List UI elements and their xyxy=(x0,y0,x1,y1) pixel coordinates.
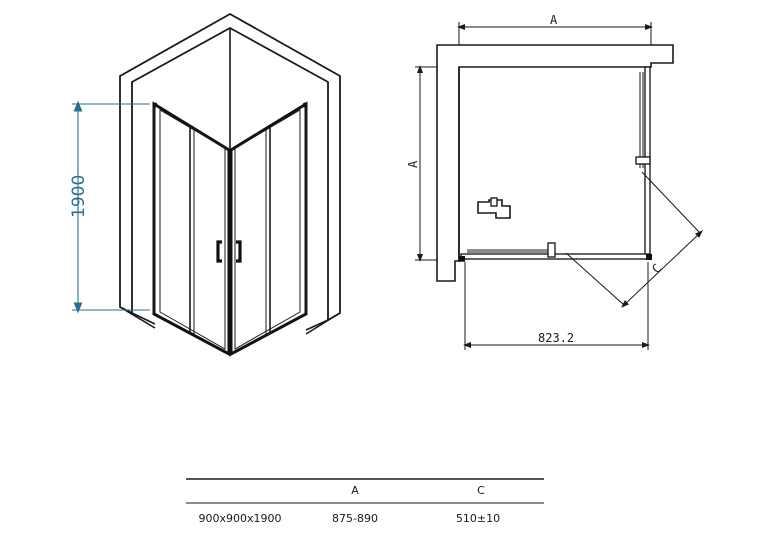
top-fitting-center xyxy=(227,148,233,154)
table-cell-a: 875-890 xyxy=(332,512,378,525)
wall-bracket xyxy=(477,199,511,219)
top-fitting-right xyxy=(302,102,308,108)
top-fitting-left xyxy=(152,102,158,108)
plan-dim-left: A xyxy=(406,65,437,262)
table-header-a: A xyxy=(351,484,359,497)
table-cell-model: 900x900x1900 xyxy=(198,512,281,525)
perspective-view: 1900 xyxy=(69,12,341,357)
dim-top-label: A xyxy=(550,13,558,27)
table-header-c: C xyxy=(477,484,485,497)
height-dimension: 1900 xyxy=(69,100,150,314)
left-panel xyxy=(152,101,231,357)
dimension-table: A C 900x900x1900 875-890 510±10 xyxy=(186,478,544,525)
corner-walls xyxy=(119,12,341,335)
dim-left-label: A xyxy=(406,160,420,168)
plan-dim-top: A xyxy=(457,13,653,45)
plan-bottom-panel xyxy=(459,242,652,261)
plan-view: C A A 823.2 xyxy=(406,13,703,350)
plan-right-panel xyxy=(635,66,651,258)
table-cell-c: 510±10 xyxy=(456,512,500,525)
door-swing: C xyxy=(565,171,703,308)
door-handles xyxy=(216,240,242,263)
height-label: 1900 xyxy=(69,175,89,218)
plan-dim-bottom: 823.2 xyxy=(463,262,650,350)
right-panel xyxy=(229,101,308,357)
dim-bottom-label: 823.2 xyxy=(538,331,574,345)
